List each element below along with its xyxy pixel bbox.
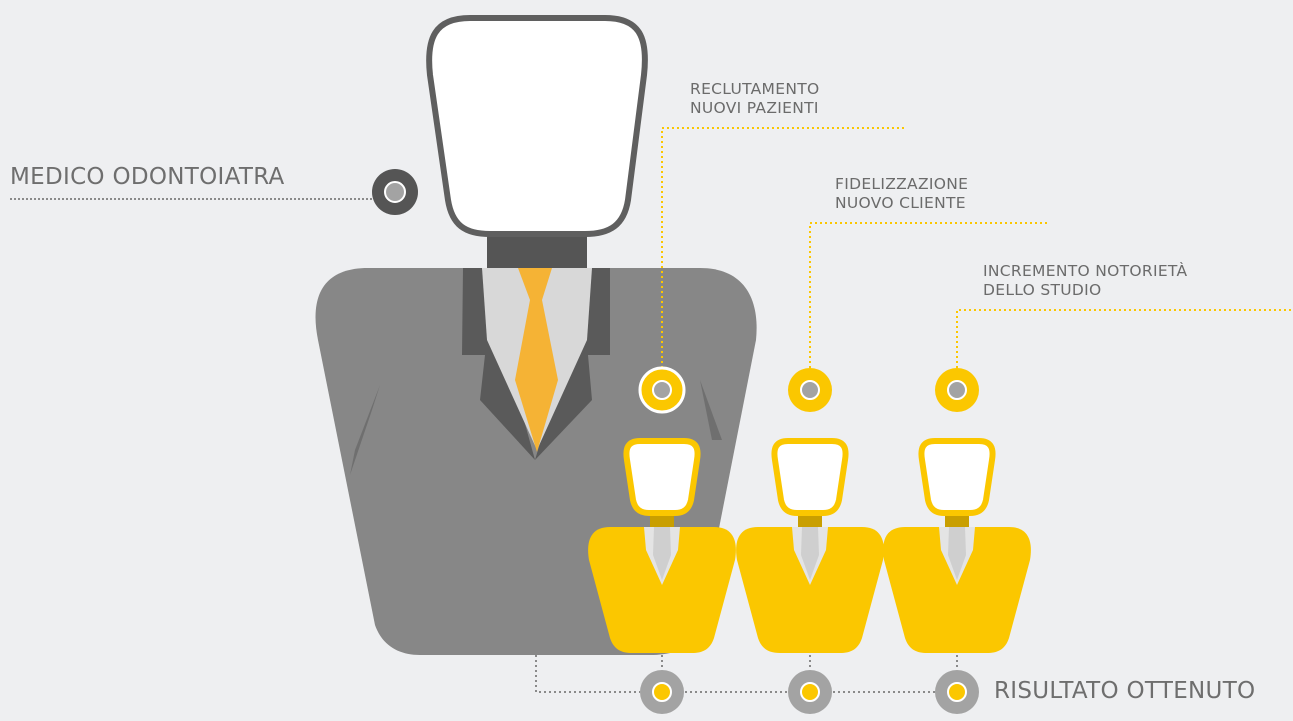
benefit-connector-1 [661, 127, 905, 368]
small-person-3 [883, 438, 1031, 653]
benefit-connector-3 [956, 309, 1293, 368]
small-person-1 [588, 438, 736, 653]
benefit-label-2-line1: FIDELIZZAZIONE [835, 175, 969, 193]
small-person-2-tie [801, 527, 819, 580]
small-person-2-neck [798, 512, 822, 530]
benefit-label-1-line1: RECLUTAMENTO [690, 80, 820, 98]
result-connector-left [535, 655, 640, 693]
main-person-tie [515, 268, 558, 452]
main-person-arm-right [700, 380, 722, 440]
benefit-marker-1 [638, 366, 686, 414]
result-connectors [535, 655, 958, 693]
benefit-label-2-line2: NUOVO CLIENTE [835, 194, 966, 213]
small-person-1-neck [650, 512, 674, 530]
benefit-label-2: FIDELIZZAZIONE NUOVO CLIENTE [835, 175, 968, 214]
small-person-2-body [736, 527, 884, 653]
small-person-2 [736, 438, 884, 653]
small-figures [588, 438, 1031, 653]
benefit-connector-2 [809, 222, 1050, 368]
benefit-marker-3 [935, 368, 979, 412]
main-person-head [426, 15, 648, 237]
small-person-1-head [623, 438, 701, 516]
main-person-label: MEDICO ODONTOIATRA [10, 164, 285, 190]
small-person-2-head [771, 438, 849, 516]
benefit-connectors [661, 127, 1293, 368]
small-person-1-tie [653, 527, 671, 580]
benefit-label-3-line1: INCREMENTO NOTORIETÀ [983, 262, 1188, 280]
small-person-1-body [588, 527, 736, 653]
benefit-label-1-line2: NUOVI PAZIENTI [690, 99, 819, 118]
small-person-3-neck [945, 512, 969, 530]
main-person-figure [315, 15, 757, 655]
result-label: RISULTATO OTTENUTO [994, 678, 1256, 704]
small-person-3-head [918, 438, 996, 516]
benefit-label-3: INCREMENTO NOTORIETÀ DELLO STUDIO [983, 262, 1187, 301]
result-marker-1 [640, 670, 684, 714]
main-person-arm-left [350, 385, 380, 475]
small-person-3-body [883, 527, 1031, 653]
benefit-marker-2 [788, 368, 832, 412]
main-person-marker-dot [384, 181, 406, 203]
benefit-label-3-line2: DELLO STUDIO [983, 281, 1102, 300]
small-person-3-tie [948, 527, 966, 580]
result-marker-2 [788, 670, 832, 714]
result-marker-3 [935, 670, 979, 714]
benefit-label-1: RECLUTAMENTO NUOVI PAZIENTI [690, 80, 820, 119]
